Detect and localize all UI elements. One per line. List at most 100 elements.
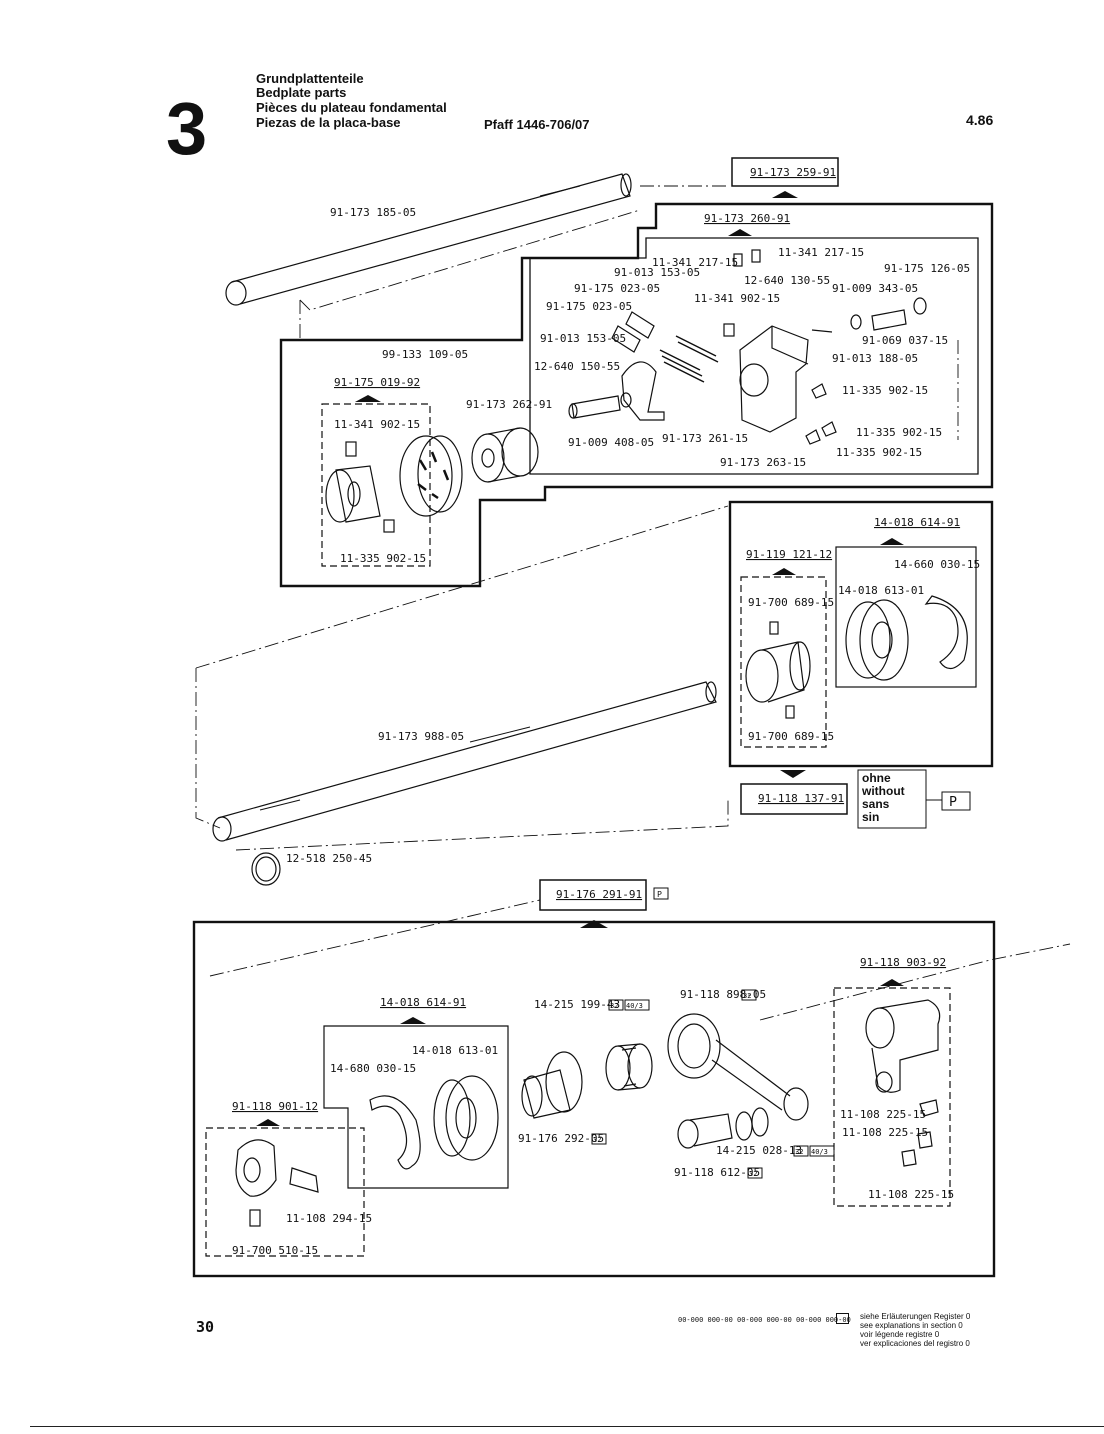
label-11-108-294-15: 11-108 294-15 xyxy=(286,1212,372,1225)
snap-ring-lower-part xyxy=(369,1095,421,1170)
label-11-108-225-15-b: 11-108 225-15 xyxy=(842,1126,928,1139)
label-91-069-037-15: 91-069 037-15 xyxy=(862,334,948,347)
label-11-335-902-15-c: 11-335 902-15 xyxy=(836,446,922,459)
legend-fr: voir légende registre 0 xyxy=(860,1330,940,1339)
link-head-part xyxy=(865,999,941,1167)
label-91-700-689-15-a: 91-700 689-15 xyxy=(748,596,834,609)
label-91-013-153-05-b: 91-013 153-05 xyxy=(540,332,626,345)
label-14-215-028-13: 14-215 028-13 xyxy=(716,1144,802,1157)
shaft-collar-part xyxy=(745,621,811,719)
without-es: sin xyxy=(862,810,880,824)
crank-lever-part xyxy=(620,361,665,421)
title-english: Bedplate parts xyxy=(256,85,347,100)
badge-32-b: 32 xyxy=(743,992,751,1000)
label-12-518-250-45: 12-518 250-45 xyxy=(286,852,372,865)
label-91-119-121-12: 91-119 121-12 xyxy=(746,548,832,561)
connecting-rod-part xyxy=(667,1013,809,1121)
label-11-108-225-15-a: 11-108 225-15 xyxy=(840,1108,926,1121)
legend-en: see explanations in section 0 xyxy=(860,1321,963,1330)
label-91-700-689-15-b: 91-700 689-15 xyxy=(748,730,834,743)
upper-shaft-part xyxy=(225,173,632,306)
arrow-903-92 xyxy=(880,979,904,986)
arrow-291-91 xyxy=(580,920,608,928)
snap-ring-part xyxy=(924,595,968,670)
label-14-018-614-91-upper: 14-018 614-91 xyxy=(874,516,960,529)
label-11-341-902-15-a: 11-341 902-15 xyxy=(694,292,780,305)
bottom-rule xyxy=(30,1426,1104,1427)
arrow-259-91 xyxy=(772,191,798,198)
label-14-680-030-15: 14-680 030-15 xyxy=(330,1062,416,1075)
label-14-018-613-01-lower: 14-018 613-01 xyxy=(412,1044,498,1057)
legend-de: siehe Erläuterungen Register 0 xyxy=(860,1312,971,1321)
label-91-173-988-05: 91-173 988-05 xyxy=(378,730,464,743)
label-box-91-176-291-91 xyxy=(539,879,647,911)
label-91-173-263-15: 91-173 263-15 xyxy=(720,456,806,469)
label-91-173-185-05: 91-173 185-05 xyxy=(330,206,416,219)
set-screw-part xyxy=(723,249,837,445)
clamp-collar-part xyxy=(325,441,395,533)
label-12-640-150-55: 12-640 150-55 xyxy=(534,360,620,373)
subassembly-box-bearing-lower xyxy=(323,1025,509,1189)
label-11-341-217-15-b: 11-341 217-15 xyxy=(778,246,864,259)
label-91-118-898-05: 91-118 898-05 xyxy=(680,988,766,1001)
assembly-frame-inner xyxy=(529,237,979,475)
label-91-173-262-91: 91-173 262-91 xyxy=(466,398,552,411)
title-spanish: Piezas de la placa-base xyxy=(256,115,401,130)
label-box-91-118-137-91 xyxy=(740,783,848,815)
ohne-box xyxy=(857,769,927,829)
cam-disc-part xyxy=(399,435,463,517)
label-14-660-030-15: 14-660 030-15 xyxy=(894,558,980,571)
label-11-341-217-15-a: 11-341 217-15 xyxy=(652,256,738,269)
badge-p-small: P xyxy=(657,890,662,899)
without-en: without xyxy=(862,784,905,798)
subassembly-box-clamp xyxy=(321,403,431,567)
label-91-176-292-05: 91-176 292-05 xyxy=(518,1132,604,1145)
label-91-175-019-92: 91-175 019-92 xyxy=(334,376,420,389)
label-91-118-137-91: 91-118 137-91 xyxy=(758,792,844,805)
arrow-019-92 xyxy=(355,395,381,402)
needle-bearing-part xyxy=(735,1107,769,1141)
section-number: 3 xyxy=(166,87,208,170)
badge-32-d: 32 xyxy=(795,1148,803,1156)
lower-shaft-part xyxy=(212,681,717,842)
label-11-108-225-15-c: 11-108 225-15 xyxy=(868,1188,954,1201)
badges: P P 32 40/3 32 32 32 40/3 32 xyxy=(591,791,971,1179)
machine-model: Pfaff 1446-706/07 xyxy=(484,117,590,132)
sleeve-part xyxy=(611,311,655,353)
subassembly-box-link-head xyxy=(833,987,951,1207)
eye-part xyxy=(235,1139,319,1227)
arrow-614-91-upper xyxy=(880,538,904,545)
without-note: ohne without sans sin xyxy=(862,772,905,824)
ball-bearing-lower-part xyxy=(433,1075,499,1161)
label-91-175-126-05: 91-175 126-05 xyxy=(884,262,970,275)
legend-es: ver explicaciones del registro 0 xyxy=(860,1339,970,1348)
label-91-173-261-15: 91-173 261-15 xyxy=(662,432,748,445)
link-pin-part xyxy=(677,1113,733,1149)
arrow-614-91-lower xyxy=(400,1017,426,1024)
badge-32-e: 32 xyxy=(749,1170,757,1178)
label-12-640-130-55: 12-640 130-55 xyxy=(744,274,830,287)
label-14-215-199-43: 14-215 199-43 xyxy=(534,998,620,1011)
title-german: Grundplattenteile xyxy=(256,71,364,86)
label-14-018-614-91-lower: 14-018 614-91 xyxy=(380,996,466,1009)
assembly-frame-bearing-upper xyxy=(728,500,994,768)
label-14-018-613-01-upper: 14-018 613-01 xyxy=(838,584,924,597)
label-91-700-510-15: 91-700 510-15 xyxy=(232,1244,318,1257)
label-11-335-902-15-b: 11-335 902-15 xyxy=(856,426,942,439)
spring-small-part xyxy=(811,297,927,333)
badge-32-a: 32 xyxy=(610,1002,618,1010)
part-labels: 91-173 259-91 91-173 185-05 91-173 260-9… xyxy=(232,166,980,1257)
guide-lines xyxy=(195,185,1071,1021)
label-91-009-343-05: 91-009 343-05 xyxy=(832,282,918,295)
label-91-173-259-91: 91-173 259-91 xyxy=(750,166,836,179)
badge-40-3-a: 40/3 xyxy=(626,1002,643,1010)
label-91-013-153-05-a: 91-013 153-05 xyxy=(614,266,700,279)
arrow-137-91 xyxy=(780,770,806,778)
legend-box-icon xyxy=(836,1313,849,1324)
label-91-175-023-05-a: 91-175 023-05 xyxy=(574,282,660,295)
label-91-118-901-12: 91-118 901-12 xyxy=(232,1100,318,1113)
retaining-ring-part xyxy=(251,852,281,886)
hub-part xyxy=(471,427,539,483)
label-11-341-902-15-b: 11-341 902-15 xyxy=(334,418,420,431)
arrow-901-12 xyxy=(256,1119,280,1126)
